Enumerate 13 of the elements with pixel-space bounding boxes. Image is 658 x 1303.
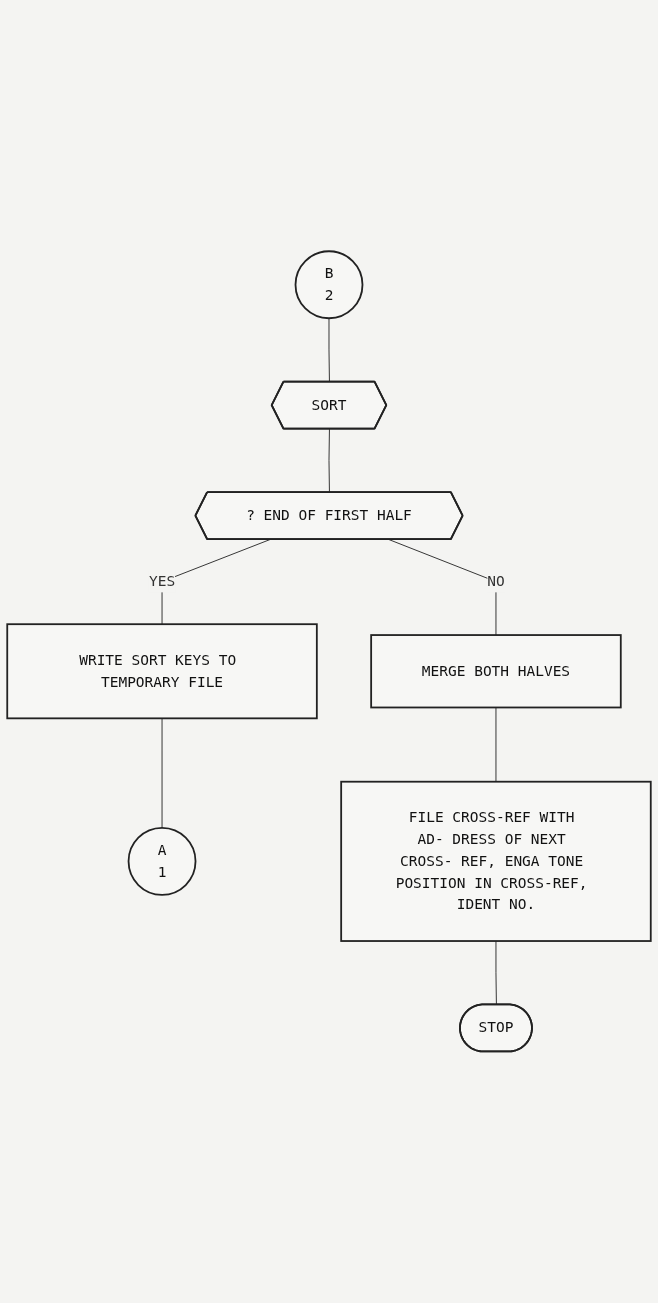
node-circle: A 1	[127, 827, 197, 896]
connector	[495, 707, 497, 783]
connector	[388, 539, 497, 636]
connector	[328, 317, 330, 383]
connector	[161, 718, 163, 829]
edge-label: NO	[487, 572, 505, 590]
edge-label: YES	[148, 572, 176, 590]
connector	[328, 428, 330, 494]
node-box: FILE CROSS-REF WITH AD- DRESS OF NEXT CROSS- REF, ENGA TONE POSITION IN CROSS-REF, IDENT NO.	[340, 780, 652, 943]
node-box: MERGE BOTH HALVES	[370, 634, 622, 709]
node-circle: B 2	[294, 250, 364, 320]
node-box: WRITE SORT KEYS TO TEMPORARY FILE	[6, 623, 318, 720]
connector	[495, 940, 497, 1006]
